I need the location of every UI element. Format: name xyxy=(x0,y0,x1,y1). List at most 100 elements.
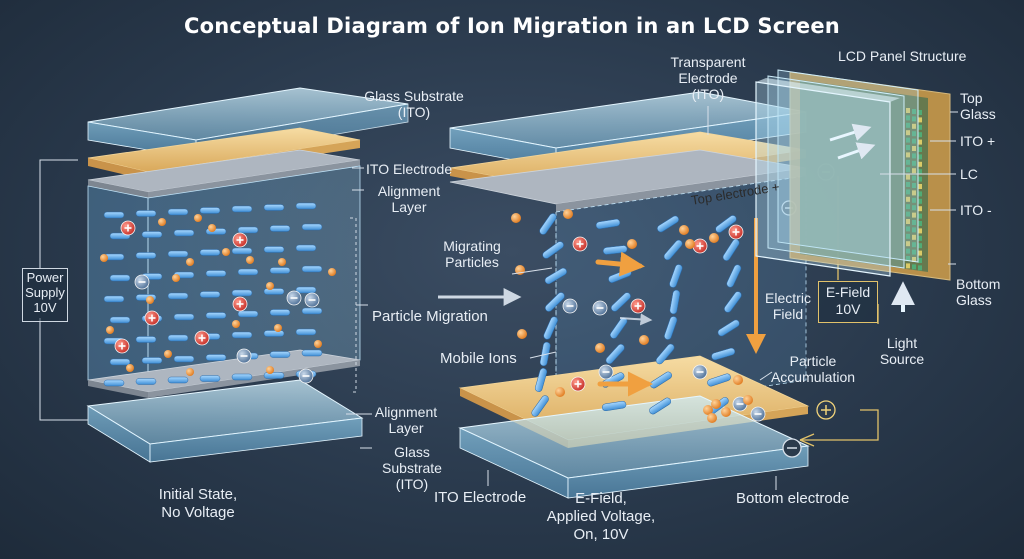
lc-molecule xyxy=(199,375,221,382)
label-glass-substrate-bottom: Glass Substrate (ITO) xyxy=(382,444,442,492)
mobile-particle xyxy=(158,218,166,226)
lc-molecule xyxy=(726,264,742,288)
mobile-particle xyxy=(246,256,254,264)
right-leaders xyxy=(487,106,777,490)
lc-molecule xyxy=(531,395,549,417)
label-panel-heading: LCD Panel Structure xyxy=(838,48,967,64)
lc-molecule xyxy=(295,202,317,210)
lc-molecule xyxy=(199,291,221,298)
negative-ion xyxy=(692,364,708,380)
label-particle-migration: Particle Migration xyxy=(372,308,488,325)
lc-molecule xyxy=(135,210,157,217)
right-cell xyxy=(449,91,810,499)
lc-molecule xyxy=(663,239,683,261)
lc-molecule xyxy=(199,249,221,256)
mobile-particle xyxy=(711,399,721,409)
mobile-particle xyxy=(172,274,180,282)
lc-molecule xyxy=(109,316,131,324)
lc-molecule xyxy=(205,270,227,277)
mobile-particle xyxy=(703,405,713,415)
lc-molecule xyxy=(141,357,163,364)
right-lc-volume xyxy=(555,175,807,419)
label-light-source: Light Source xyxy=(879,335,925,367)
mobile-particle xyxy=(328,268,336,276)
label-ito-electrode-right: ITO Electrode xyxy=(434,489,527,506)
lc-molecule xyxy=(269,309,291,316)
label-alignment-layer-bottom: Alignment Layer xyxy=(374,404,438,436)
lc-molecule xyxy=(610,292,631,312)
label-particle-accumulation: Particle Accumulation xyxy=(770,353,856,385)
lc-molecule xyxy=(542,241,564,259)
lc-molecule xyxy=(231,373,253,381)
power-supply-box: Power Supply 10V xyxy=(22,268,68,322)
lc-molecule xyxy=(669,289,681,315)
efield-box: E-Field 10V xyxy=(818,281,878,323)
lc-molecule xyxy=(103,379,125,387)
positive-ion xyxy=(692,238,708,254)
lc-molecule xyxy=(135,336,157,343)
lc-molecule xyxy=(263,204,285,211)
lc-molecule xyxy=(231,289,253,297)
label-migrating-particles: Migrating Particles xyxy=(443,238,501,270)
mobile-particle xyxy=(314,340,322,348)
negative-ion xyxy=(286,290,302,306)
lc-molecule xyxy=(722,239,740,261)
lc-molecule xyxy=(269,267,291,274)
lc-molecule xyxy=(173,355,195,363)
label-ito-plus: ITO + xyxy=(960,133,996,149)
mobile-particle xyxy=(721,407,731,417)
lc-molecule xyxy=(657,215,679,233)
mobile-particle xyxy=(164,350,172,358)
lc-molecule xyxy=(237,226,259,234)
lc-molecule xyxy=(231,331,253,339)
lc-molecule xyxy=(534,368,548,392)
lc-molecule xyxy=(539,213,557,235)
mobile-particle xyxy=(266,366,274,374)
label-mobile-ions: Mobile Ions xyxy=(440,350,517,367)
lc-molecule xyxy=(167,250,189,258)
left-leaders xyxy=(346,167,372,449)
lc-molecule xyxy=(173,313,195,321)
lc-molecule xyxy=(669,264,683,288)
lc-molecule xyxy=(167,292,189,300)
positive-ion xyxy=(570,376,586,392)
mobile-particle xyxy=(743,395,753,405)
mobile-particle xyxy=(106,326,114,334)
negative-ion xyxy=(592,300,608,316)
negative-ion xyxy=(598,364,614,380)
lc-molecule xyxy=(269,351,291,358)
mobile-particle xyxy=(146,296,154,304)
mobile-particle xyxy=(555,387,565,397)
mobile-particle xyxy=(707,413,717,423)
label-initial-state: Initial State, No Voltage xyxy=(158,486,238,521)
lc-molecule xyxy=(199,207,221,214)
positive-ion xyxy=(630,298,646,314)
lc-molecule xyxy=(301,265,323,273)
positive-ion xyxy=(572,236,588,252)
negative-ion xyxy=(298,368,314,384)
mobile-particle xyxy=(100,254,108,262)
lc-molecule xyxy=(664,316,678,340)
mobile-particle xyxy=(278,258,286,266)
label-bottom-electrode: Bottom electrode xyxy=(736,490,850,507)
lc-molecule xyxy=(135,378,157,385)
lc-molecule xyxy=(263,330,285,337)
lc-molecule xyxy=(237,310,259,318)
lc-molecule xyxy=(724,291,742,313)
mobile-particle xyxy=(595,343,605,353)
lc-molecule xyxy=(103,211,125,219)
panel-leaders xyxy=(880,111,958,265)
positive-ion xyxy=(144,310,160,326)
lc-molecule xyxy=(109,358,131,366)
left-cell xyxy=(86,87,409,463)
lc-molecule xyxy=(655,343,675,365)
lc-molecule xyxy=(649,397,672,415)
lc-molecule xyxy=(295,244,317,252)
mobile-particle xyxy=(517,329,527,339)
lcd-panel-structure xyxy=(755,69,951,312)
lc-molecule xyxy=(205,354,227,361)
lc-molecule xyxy=(717,319,740,337)
mobile-particle xyxy=(733,375,743,385)
lc-molecule xyxy=(141,231,163,238)
mobile-particle xyxy=(186,258,194,266)
